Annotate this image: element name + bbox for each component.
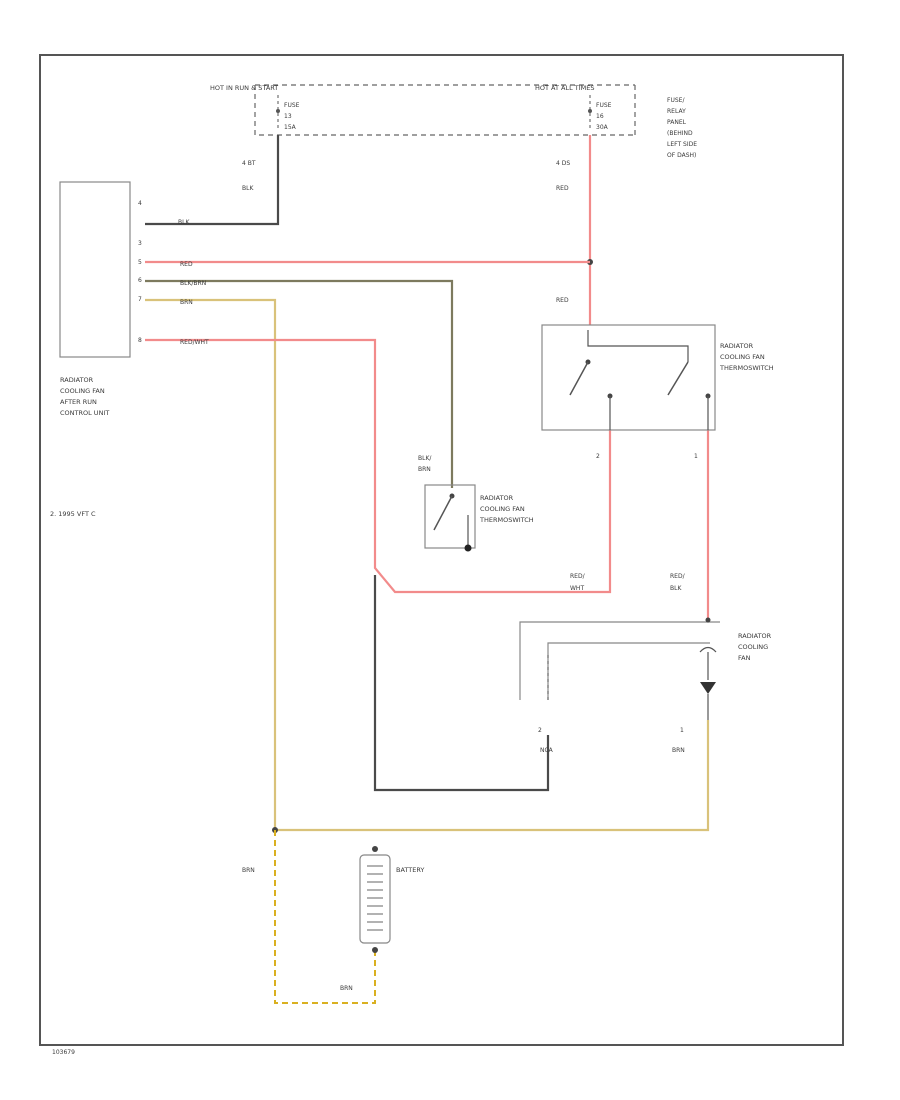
wire-red-wht-2: WHT [570,585,584,592]
svg-text:RELAY: RELAY [667,108,686,115]
svg-text:RADIATOR: RADIATOR [738,632,772,640]
wire-blk-brn-1: BLK/ [418,455,432,462]
svg-text:FUSE/: FUSE/ [667,97,685,104]
radiator-cooling-fan: 2 1 RADIATOR COOLING FAN [519,617,772,734]
fuse-16-rating: 30A [596,124,609,131]
wire-nca-label: NCA [540,747,554,754]
dual-thermoswitch-caption: RADIATOR COOLING FAN THERMOSWITCH [719,342,774,372]
svg-text:CONTROL UNIT: CONTROL UNIT [60,409,109,417]
control-unit-caption: RADIATOR COOLING FAN AFTER RUN CONTROL U… [60,376,109,417]
fan-connector-symbol [699,646,717,653]
wire-red-wht-pin8 [145,338,612,594]
svg-text:COOLING FAN: COOLING FAN [720,353,765,361]
fuse-13-number: 13 [284,113,292,120]
wire-red-color: RED [556,185,569,192]
wire-brn-pin7 [145,298,710,832]
svg-text:(BEHIND: (BEHIND [667,130,693,137]
wire-brn-bottom-label: BRN [340,985,353,992]
svg-text:FAN: FAN [738,654,751,662]
wire-pin5-color: RED [180,261,193,268]
svg-text:THERMOSWITCH: THERMOSWITCH [479,516,534,524]
svg-text:COOLING FAN: COOLING FAN [60,387,105,395]
battery-cells [367,865,383,931]
fan-pin-2: 2 [538,727,542,734]
year-note: 2. 1995 VFT C [50,510,96,518]
hot-all-times-label: HOT AT ALL TIMES [535,84,595,92]
wire-blk-brn-2: BRN [418,466,431,473]
svg-text:RADIATOR: RADIATOR [720,342,754,350]
svg-text:RADIATOR: RADIATOR [60,376,94,384]
svg-text:LEFT SIDE: LEFT SIDE [667,141,697,148]
wire-red-size: 4 DS [556,160,570,167]
wire-4bt-color: BLK [242,185,254,192]
wire-red-lower: RED [556,297,569,304]
diagram-frame [39,54,844,1046]
wire-brn-fan-label: BRN [672,747,685,754]
fuse-16-number: 16 [596,113,604,120]
cu-pin-6: 6 [138,277,142,284]
after-run-control-unit: 4 3 5 6 7 8 RADIATOR COOLING FAN AFTER R… [59,181,142,417]
wire-pin7-color: BRN [180,299,193,306]
wire-4bt-size: 4 BT [242,160,256,167]
fuse-relay-panel: HOT IN RUN & START HOT AT ALL TIMES FUSE… [210,84,697,159]
fuse-16-label: FUSE [596,102,612,109]
wire-blk-pin4 [145,135,280,226]
battery: BATTERY [359,846,424,953]
wire-red-blk-1: RED/ [670,573,686,580]
svg-text:RADIATOR: RADIATOR [480,494,514,502]
svg-text:COOLING: COOLING [738,643,768,651]
wire-pin6-color: BLK/BRN [180,280,206,287]
wire-red-blk-2: BLK [670,585,682,592]
hot-run-start-label: HOT IN RUN & START [210,84,278,92]
svg-text:AFTER RUN: AFTER RUN [60,398,97,406]
wire-pin8-color: RED/WHT [180,339,209,346]
wire-red-wht-1: RED/ [570,573,586,580]
single-thermoswitch: RADIATOR COOLING FAN THERMOSWITCH [424,484,534,552]
cu-pin-4: 4 [138,200,142,207]
dual-thermoswitch: 2 1 RADIATOR COOLING FAN THERMOSWITCH [541,324,774,460]
wire-blk-brn-pin6 [145,279,454,488]
svg-text:PANEL: PANEL [667,119,687,126]
single-thermoswitch-caption: RADIATOR COOLING FAN THERMOSWITCH [479,494,534,524]
cu-pin-3: 3 [138,240,142,247]
svg-text:THERMOSWITCH: THERMOSWITCH [719,364,774,372]
cu-pin-7: 7 [138,296,142,303]
svg-text:OF DASH): OF DASH) [667,152,696,159]
fan-motor-symbol [700,682,716,694]
svg-text:COOLING FAN: COOLING FAN [480,505,525,513]
dual-thermo-pin-1: 1 [694,453,698,460]
fuse-13-rating: 15A [284,124,297,131]
fuse-13-label: FUSE [284,102,300,109]
battery-label: BATTERY [396,866,424,874]
cu-pin-5: 5 [138,259,142,266]
cu-pin-8: 8 [138,337,142,344]
wire-pin4-color: BLK [178,219,190,226]
fan-pin-1: 1 [680,727,684,734]
wire-nca-fan [373,575,550,792]
wire-brn-left-label: BRN [242,867,255,874]
diagram-code: 103679 [52,1049,75,1056]
fuse-panel-caption: FUSE/ RELAY PANEL (BEHIND LEFT SIDE OF D… [667,97,697,159]
wire-brn-battery [274,830,376,1004]
dual-thermo-pin-2: 2 [596,453,600,460]
fan-caption: RADIATOR COOLING FAN [738,632,772,662]
